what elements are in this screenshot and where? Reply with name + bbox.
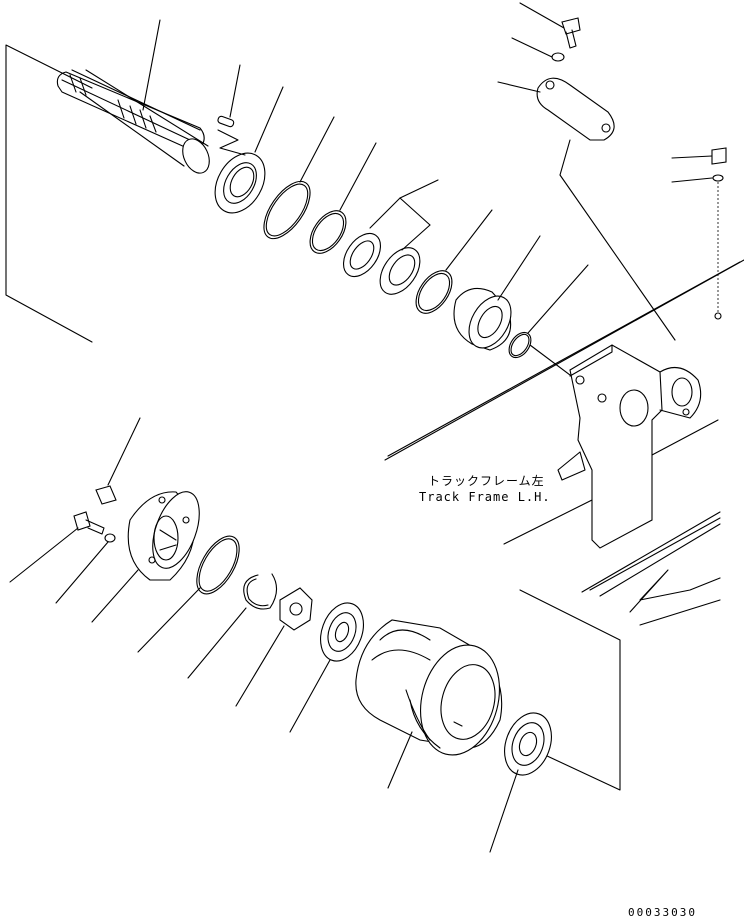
o-ring-lower: [137, 535, 240, 653]
leader-o-ring-1: [299, 116, 335, 183]
o-ring-1: [263, 116, 335, 240]
leader-collar-2: [497, 235, 541, 301]
o-ring-2: [309, 142, 377, 254]
lower-group-outline: [519, 589, 621, 791]
right-bolt-and-washer: [671, 147, 727, 320]
dowel-pin: [217, 64, 241, 128]
leader-pin: [229, 64, 241, 118]
leader-o-ring-2: [339, 142, 377, 211]
seal-collar: [214, 86, 284, 214]
drawing-code: 00033030: [628, 906, 697, 919]
nut: [235, 587, 313, 707]
roller-cover: [91, 491, 200, 623]
cover-bolt-and-washer: [9, 511, 116, 604]
shaft: [56, 19, 210, 174]
bearing-2: [489, 712, 552, 853]
track-frame-label-jp: トラックフレーム左: [428, 474, 545, 488]
leader-collar: [254, 86, 284, 153]
leader-o-ring-3: [445, 209, 493, 271]
leader-shaft: [142, 19, 161, 111]
track-frame-label-en: Track Frame L.H.: [419, 490, 551, 504]
upper-group-outline: [5, 44, 93, 343]
bearing-1: [289, 602, 364, 733]
plug: [95, 417, 141, 505]
top-bolt-and-washer: [511, 2, 581, 62]
o-ring-3: [415, 209, 493, 314]
snap-ring: [187, 573, 278, 679]
collar: [453, 235, 541, 351]
track-roller: [355, 619, 503, 789]
leader-o-ring-4: [527, 264, 589, 334]
cover-plate: [497, 77, 676, 341]
o-ring-4: [508, 264, 591, 391]
track-frame: [384, 259, 744, 626]
floating-seal-pair: [342, 179, 439, 295]
